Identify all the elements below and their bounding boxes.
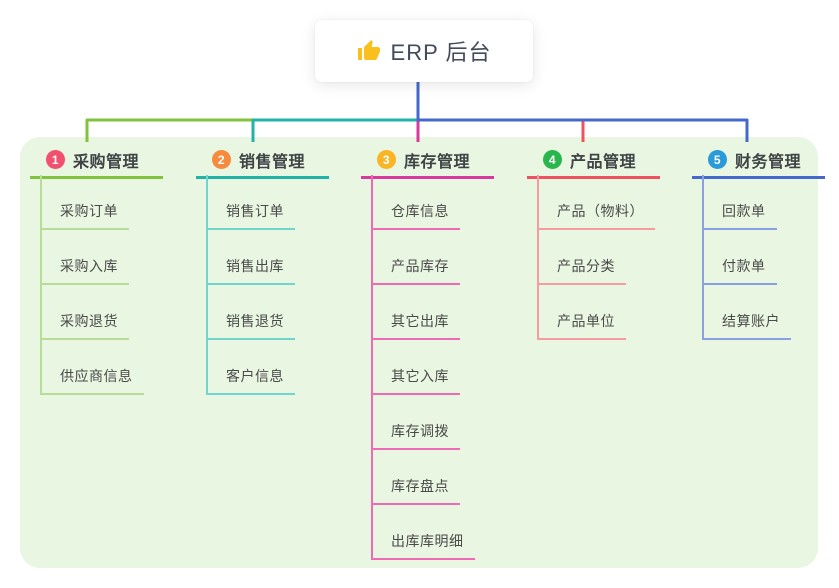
child-node[interactable]: 回款单: [704, 175, 791, 230]
child-node-label: 仓库信息: [373, 201, 460, 230]
branch-title-label: 财务管理: [735, 153, 802, 171]
child-node-label: 出库库明细: [373, 531, 475, 560]
root-node-label: ERP 后台: [390, 40, 492, 65]
child-node[interactable]: 仓库信息: [373, 175, 475, 230]
branch-title-caiwu[interactable]: 5 财务管理: [692, 143, 825, 179]
branch5-connector: [416, 82, 749, 142]
branch-title-chanpin[interactable]: 4 产品管理: [527, 143, 660, 179]
child-node-label: 客户信息: [208, 366, 295, 395]
branch4-children: 产品（物料） 产品分类产品单位: [537, 175, 655, 340]
child-node-label: 产品分类: [539, 256, 626, 285]
child-node-label: 其它出库: [373, 311, 460, 340]
child-node[interactable]: 销售出库: [208, 230, 295, 285]
child-node-label: 库存盘点: [373, 476, 460, 505]
child-node-label: 供应商信息: [42, 366, 144, 395]
child-node-label: 回款单: [704, 201, 777, 230]
branch-title-kucun[interactable]: 3 库存管理: [361, 143, 494, 179]
branch5-children: 回款单付款单结算账户: [702, 175, 791, 340]
branch1-children: 采购订单采购入库采购退货供应商信息: [40, 175, 144, 395]
child-node-label: 付款单: [704, 256, 777, 285]
branch-title-xiaoshou[interactable]: 2 销售管理: [196, 143, 329, 179]
child-node-label: 销售出库: [208, 256, 295, 285]
child-node-label: 产品单位: [539, 311, 626, 340]
child-node[interactable]: 销售退货: [208, 285, 295, 340]
child-node[interactable]: 付款单: [704, 230, 791, 285]
child-node[interactable]: 出库库明细: [373, 505, 475, 560]
child-node-label: 采购退货: [42, 311, 129, 340]
branch-title-label: 采购管理: [73, 153, 140, 171]
branches-panel: [20, 137, 818, 568]
branch-title-caigou[interactable]: 1 采购管理: [30, 143, 163, 179]
branch4-number-badge: 4: [543, 150, 562, 169]
branch-title-label: 库存管理: [404, 153, 471, 171]
child-node-label: 产品（物料）: [539, 201, 655, 230]
child-node[interactable]: 采购退货: [42, 285, 144, 340]
child-node[interactable]: 其它入库: [373, 340, 475, 395]
child-node[interactable]: 供应商信息: [42, 340, 144, 395]
branch-title-label: 销售管理: [239, 153, 306, 171]
child-node[interactable]: 销售订单: [208, 175, 295, 230]
branch-title-label: 产品管理: [570, 153, 637, 171]
branch1-number-badge: 1: [46, 150, 65, 169]
child-node[interactable]: 产品分类: [539, 230, 655, 285]
child-node-label: 采购入库: [42, 256, 129, 285]
child-node[interactable]: 产品（物料）: [539, 175, 655, 230]
child-node-label: 采购订单: [42, 201, 129, 230]
child-node[interactable]: 产品单位: [539, 285, 655, 340]
child-node[interactable]: 库存盘点: [373, 450, 475, 505]
child-node-label: 销售订单: [208, 201, 295, 230]
child-node-label: 库存调拨: [373, 421, 460, 450]
branch2-children: 销售订单销售出库销售退货客户信息: [206, 175, 295, 395]
child-node[interactable]: 客户信息: [208, 340, 295, 395]
root-node[interactable]: ERP 后台: [315, 20, 533, 82]
child-node-label: 销售退货: [208, 311, 295, 340]
child-node-label: 其它入库: [373, 366, 460, 395]
branch3-number-badge: 3: [377, 150, 396, 169]
branch3-children: 仓库信息产品库存其它出库其它入库库存调拨库存盘点出库库明细: [371, 175, 475, 560]
child-node[interactable]: 采购入库: [42, 230, 144, 285]
child-node-label: 产品库存: [373, 256, 460, 285]
thumbs-up-icon: [357, 39, 381, 63]
branch2-number-badge: 2: [212, 150, 231, 169]
child-node[interactable]: 库存调拨: [373, 395, 475, 450]
branch5-number-badge: 5: [708, 150, 727, 169]
child-node[interactable]: 其它出库: [373, 285, 475, 340]
child-node[interactable]: 产品库存: [373, 230, 475, 285]
child-node[interactable]: 结算账户: [704, 285, 791, 340]
child-node[interactable]: 采购订单: [42, 175, 144, 230]
child-node-label: 结算账户: [704, 311, 791, 340]
